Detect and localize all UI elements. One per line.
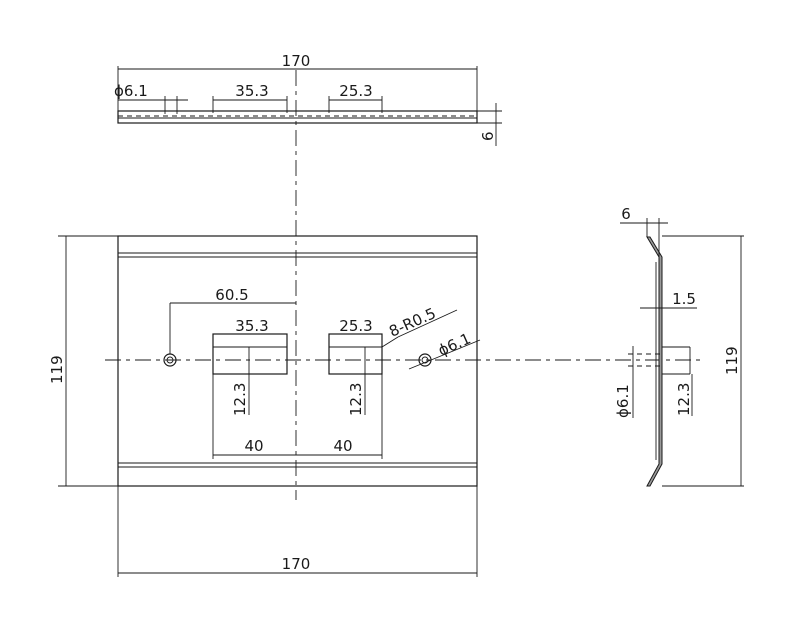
side-slot-height-label: 12.3 — [675, 383, 693, 416]
top-view-right-slot-label: 25.3 — [339, 82, 372, 100]
right-hole-inner-circle — [421, 356, 429, 364]
bottom-length-label: 170 — [282, 555, 311, 573]
side-web-thickness-label: 1.5 — [672, 290, 696, 308]
radius-note-label: 8-R0.5 — [386, 304, 438, 340]
hole-leader-line — [408, 339, 481, 370]
top-view: 170 ϕ6.1 35.3 25.3 6 — [114, 52, 502, 146]
hole-offset-label: 60.5 — [215, 286, 248, 304]
front-view: 119 60.5 35.3 25.3 8-R0.5 ϕ6.1 12.3 12.3… — [48, 235, 700, 577]
right-pitch-label: 40 — [333, 437, 352, 455]
top-view-plate-outline — [117, 110, 478, 124]
top-view-left-slot-label: 35.3 — [235, 82, 268, 100]
side-view: 6 1.5 ϕ6.1 12.3 119 — [614, 205, 744, 487]
side-thickness-label: 6 — [621, 205, 631, 223]
top-view-length-label: 170 — [282, 52, 311, 70]
left-slot — [212, 333, 288, 375]
left-slot-height-label: 12.3 — [231, 383, 249, 416]
left-pitch-label: 40 — [244, 437, 263, 455]
radius-leader-shelf — [397, 309, 458, 338]
front-left-slot-width-label: 35.3 — [235, 317, 268, 335]
front-view-plate-outline — [117, 235, 478, 487]
top-view-hole-label: ϕ6.1 — [114, 82, 148, 100]
front-right-slot-width-label: 25.3 — [339, 317, 372, 335]
side-hole-diameter-label: ϕ6.1 — [614, 384, 632, 418]
top-view-thickness-label: 6 — [479, 131, 497, 141]
right-slot-height-label: 12.3 — [347, 383, 365, 416]
front-hole-diameter-label: ϕ6.1 — [435, 329, 473, 359]
left-hole-inner-circle — [166, 356, 174, 364]
radius-leader-line — [381, 336, 399, 348]
side-profile-section — [646, 236, 663, 487]
right-slot — [328, 333, 383, 375]
front-view-height-label: 119 — [48, 355, 66, 384]
side-height-label: 119 — [723, 346, 741, 375]
